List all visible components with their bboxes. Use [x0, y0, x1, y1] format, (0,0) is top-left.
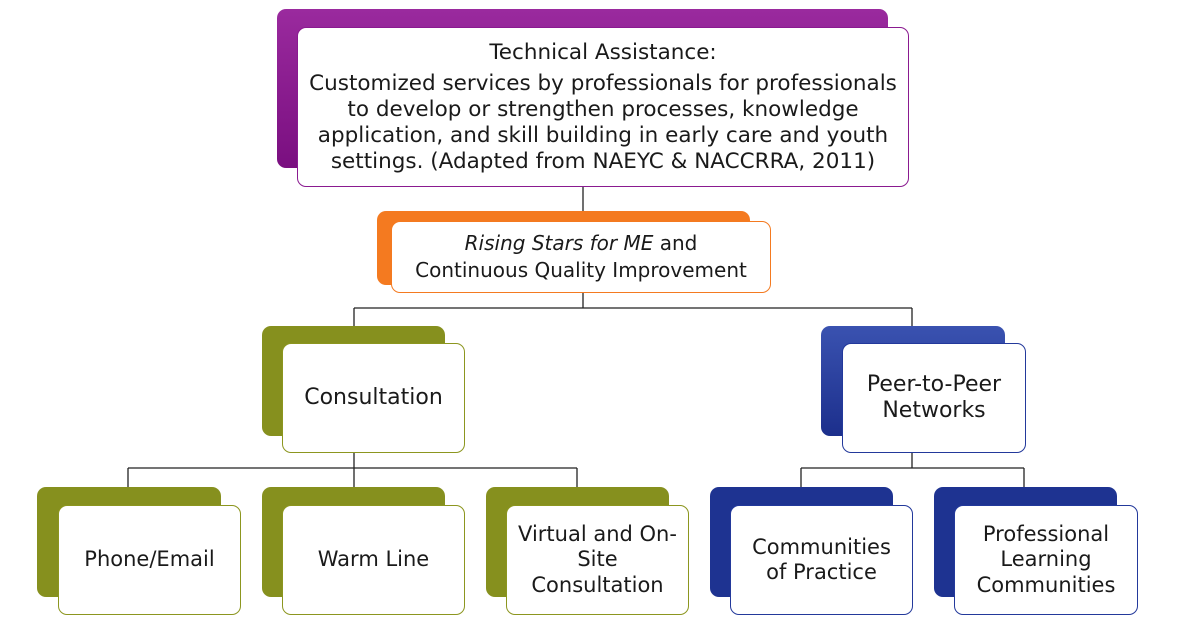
phone-email-label: Phone/Email [84, 547, 215, 572]
professional-learning-label: Professional Learning Communities [976, 522, 1116, 597]
virtual-onsite-label: Virtual and On-Site Consultation [518, 522, 677, 597]
rising-stars-italic: Rising Stars for ME [464, 231, 654, 255]
rising-stars-and: and [653, 231, 698, 255]
phone-email-box: Phone/Email [58, 505, 241, 615]
peer-networks-label: Peer-to-Peer Networks [866, 371, 1002, 423]
consultation-box: Consultation [282, 343, 465, 453]
communities-of-practice-box: Communities of Practice [730, 505, 913, 615]
communities-of-practice-label: Communities of Practice [752, 534, 891, 584]
professional-learning-box: Professional Learning Communities [954, 505, 1138, 615]
warm-line-label: Warm Line [317, 547, 430, 572]
technical-assistance-description: Customized services by professionals for… [309, 71, 897, 174]
warm-line-box: Warm Line [282, 505, 465, 615]
virtual-onsite-box: Virtual and On-Site Consultation [506, 505, 689, 615]
rising-stars-box: Rising Stars for ME and Continuous Quali… [391, 221, 771, 293]
peer-networks-box: Peer-to-Peer Networks [842, 343, 1026, 453]
technical-assistance-title: Technical Assistance: [489, 39, 717, 65]
consultation-label: Consultation [304, 384, 443, 410]
continuous-quality-improvement-label: Continuous Quality Improvement [415, 258, 747, 282]
technical-assistance-box: Technical Assistance: Customized service… [297, 27, 909, 187]
